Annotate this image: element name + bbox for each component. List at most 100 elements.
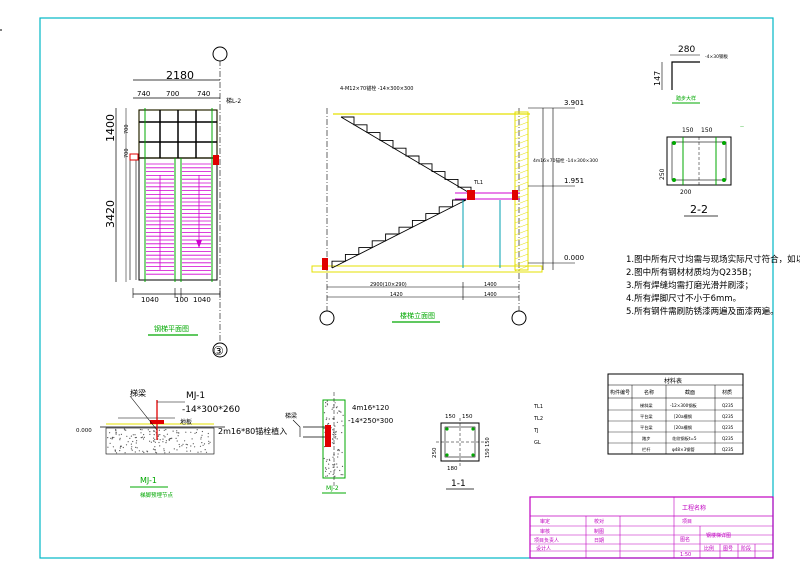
- concrete-dot: [153, 430, 155, 432]
- concrete-dot: [185, 431, 187, 433]
- wall-hatch-line: [514, 169, 529, 176]
- elev-dim-r2-b: 1400: [484, 292, 497, 298]
- table-cell: Q235: [722, 436, 734, 441]
- table-header-4: 材质: [722, 389, 732, 396]
- concrete-dot: [149, 433, 151, 435]
- concrete-dot: [154, 449, 156, 451]
- concrete-dot: [342, 425, 344, 427]
- concrete-dot: [135, 436, 137, 439]
- concrete-dot: [149, 440, 151, 442]
- concrete-dot: [202, 444, 204, 446]
- concrete-dot: [324, 467, 327, 469]
- concrete-dot: [169, 437, 172, 440]
- concrete-dot: [335, 436, 337, 438]
- concrete-dot: [339, 410, 341, 412]
- mj1-subtitle: 梯脚预埋节点: [140, 491, 174, 499]
- concrete-dot: [136, 447, 138, 449]
- concrete-dot: [208, 440, 210, 442]
- wall-hatch-line: [514, 175, 529, 182]
- wall-hatch-line: [514, 181, 529, 188]
- wall-hatch-line: [514, 199, 529, 206]
- concrete-dot: [139, 428, 141, 431]
- table-cell: 栏杆: [642, 446, 651, 453]
- concrete-dot: [154, 430, 156, 432]
- concrete-dot: [162, 441, 164, 443]
- concrete-dot: [115, 428, 117, 431]
- concrete-dot: [173, 448, 175, 450]
- plan-left-dim-top: 1400: [104, 114, 117, 142]
- mj1-label-tag: MJ-1: [186, 391, 205, 401]
- concrete-dot: [124, 452, 126, 454]
- wall-hatch-line: [514, 241, 529, 248]
- concrete-dot: [165, 442, 167, 444]
- concrete-dot: [194, 446, 196, 448]
- s11-side-dim: 250: [432, 447, 438, 458]
- plan-top-dim-1: 740: [137, 90, 150, 98]
- concrete-dot: [111, 438, 113, 440]
- concrete-dot: [331, 442, 333, 444]
- concrete-dot: [326, 404, 329, 406]
- concrete-dot: [107, 446, 109, 448]
- stair-plan-view: 2180 740 700 740 1400 3420 700 700: [104, 46, 241, 358]
- concrete-dot: [325, 460, 328, 462]
- s11-top-dim-1: 150: [445, 414, 456, 420]
- concrete-dot: [153, 437, 155, 439]
- concrete-dot: [159, 434, 161, 436]
- concrete-dot: [159, 439, 161, 441]
- concrete-dot: [337, 449, 339, 451]
- concrete-dot: [152, 440, 155, 442]
- concrete-dot: [119, 450, 121, 452]
- concrete-dot: [175, 437, 177, 439]
- wall-hatch-line: [514, 115, 529, 122]
- table-cell: φ48×3钢管: [672, 446, 695, 453]
- table-title: 材料表: [664, 377, 682, 385]
- mj2-label-beam: 梯梁: [285, 412, 297, 420]
- table-cell: [20a槽钢: [674, 413, 692, 420]
- concrete-dot: [171, 437, 173, 439]
- tb-cell: 校对: [594, 518, 604, 525]
- concrete-dot: [341, 420, 343, 422]
- table-cell: 梯斜梁: [640, 402, 653, 409]
- concrete-dot: [127, 441, 129, 443]
- concrete-dot: [332, 429, 334, 431]
- concrete-dot: [142, 438, 145, 440]
- concrete-dot: [325, 418, 327, 421]
- concrete-dot: [159, 445, 161, 447]
- concrete-dot: [189, 450, 192, 452]
- note-3: 3.所有焊缝均需打磨光滑并刷漆；: [626, 280, 753, 291]
- tb-project-label: 项目: [682, 519, 692, 525]
- concrete-dot: [334, 402, 336, 404]
- table-cell: [20a槽钢: [674, 424, 692, 431]
- wall-hatch-line: [514, 133, 529, 140]
- plan-top-dim-2: 700: [166, 90, 179, 98]
- s11-bottom-dim: 180: [447, 466, 458, 472]
- wall-hatch-line: [514, 205, 529, 212]
- table-cell: 踏步: [642, 435, 650, 442]
- table-cell: Q235: [722, 447, 734, 452]
- concrete-dot: [120, 445, 122, 447]
- concrete-dot: [165, 429, 167, 431]
- elev-dim-r1-b: 1400: [484, 282, 497, 288]
- concrete-dot: [134, 451, 136, 453]
- tb-cell: 制图: [594, 528, 604, 535]
- concrete-dot: [123, 428, 125, 430]
- elev-dim-r2-a: 1420: [390, 292, 403, 298]
- concrete-dot: [177, 435, 179, 437]
- wall-hatch-line: [514, 121, 529, 128]
- concrete-dot: [132, 440, 134, 443]
- concrete-dot: [120, 433, 122, 435]
- concrete-dot: [112, 446, 114, 448]
- concrete-dot: [323, 457, 325, 460]
- concrete-dot: [326, 475, 328, 477]
- elev-note-top: 4-M12×70锚栓 -14×300×300: [340, 85, 413, 92]
- s22-top-dim-1: 150: [682, 127, 694, 134]
- s11-top-dim-2: 150: [462, 414, 473, 420]
- title-block-text: 工程名称 项目 图名 钢楼梯详图 审定 审核 项目负责人 设计人 校对 制图 日…: [534, 504, 751, 558]
- concrete-dot: [131, 446, 133, 448]
- concrete-dot: [207, 436, 209, 438]
- concrete-dot: [334, 475, 336, 477]
- concrete-dot: [143, 451, 145, 454]
- tb-drawing-name: 钢楼梯详图: [706, 532, 731, 539]
- concrete-dot: [332, 456, 334, 458]
